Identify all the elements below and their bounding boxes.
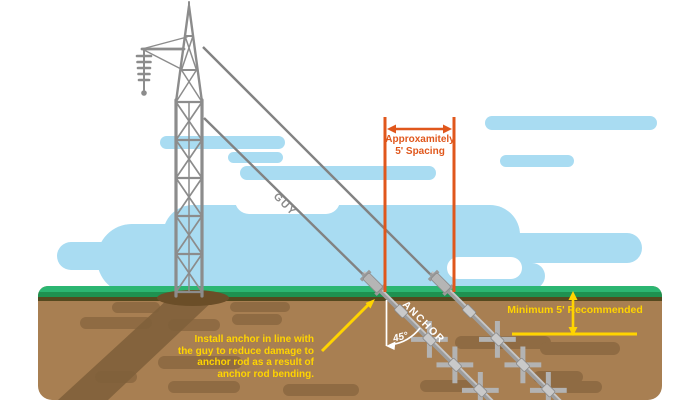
soil-shadow-strip <box>38 297 662 301</box>
caption-line: the guy to reduce damage to <box>177 345 314 357</box>
caption-pointer <box>320 299 375 353</box>
cloud-pill <box>240 166 436 180</box>
depth-annotation <box>512 291 637 336</box>
guy-wire-lower <box>203 117 387 298</box>
caption-line: anchor rod as a result of <box>197 357 314 368</box>
dirt-patch <box>80 317 152 329</box>
dirt-patch <box>533 371 583 383</box>
grass-strip-top <box>38 286 662 292</box>
angle-annotation <box>385 300 421 350</box>
transmission-tower <box>135 1 204 298</box>
arrowhead-pointer <box>365 299 375 309</box>
rod-coupler <box>394 304 408 318</box>
rod-turnbuckle <box>431 273 451 293</box>
pointer-line <box>320 303 370 353</box>
spacing-note: Approxamitely 5' Spacing <box>372 134 468 158</box>
spacing-note-line2: 5' Spacing <box>395 146 445 157</box>
caption-line: Install anchor in line with <box>194 334 314 345</box>
dirt-patch <box>540 342 620 355</box>
dirt-patch <box>420 380 474 392</box>
cloud-pill <box>228 152 283 163</box>
spacing-note-line1: Approxamitely <box>385 134 455 145</box>
anchor-rod-1 <box>359 269 502 400</box>
arrowhead-arc <box>386 341 396 350</box>
dirt-patch <box>168 381 240 393</box>
arrowhead-up <box>568 291 578 300</box>
dirt-patch <box>158 356 242 369</box>
spacing-guide-lines <box>383 117 456 292</box>
caption-text: Install anchor in line with the guy to r… <box>138 334 314 380</box>
cloud-white-gap <box>447 257 522 279</box>
arrowhead-right <box>443 124 452 134</box>
insulator-string <box>135 48 153 96</box>
dirt-patch <box>112 302 160 313</box>
guy-wire-upper <box>202 46 453 297</box>
guy-wire-label: GUY <box>271 191 299 219</box>
spacing-annotation <box>383 117 456 292</box>
tower-shadow <box>58 299 215 400</box>
rod-turnbuckle <box>363 273 383 293</box>
cloud-pill <box>485 116 657 130</box>
dirt-patch <box>230 302 290 312</box>
rod-coupler <box>462 304 476 318</box>
anchor-rod-2 <box>427 269 570 400</box>
grass-strip-dark <box>38 292 662 297</box>
arrowhead-down <box>568 327 578 336</box>
caption-line: anchor rod bending. <box>217 368 314 380</box>
cloud-pill <box>500 155 574 167</box>
dirt-patch <box>232 314 282 325</box>
dirt-patch <box>283 384 359 396</box>
arrowhead-left <box>387 124 396 134</box>
depth-note: Minimum 5' Recommended <box>507 304 643 316</box>
